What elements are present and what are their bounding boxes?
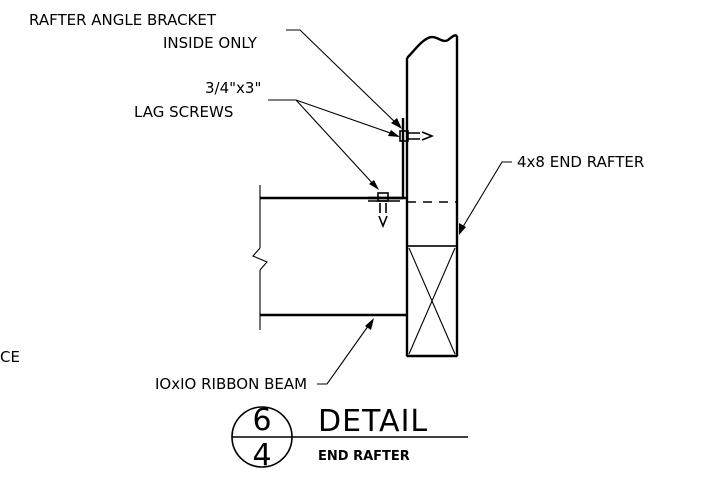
sheet-number: 4: [252, 438, 271, 473]
bracket-label-line2: INSIDE ONLY: [163, 34, 258, 52]
ribbon-beam-label: IOxIO RIBBON BEAM: [155, 375, 307, 393]
detail-number: 6: [252, 403, 271, 438]
detail-title-block: 6 4 DETAIL END RAFTER: [231, 403, 468, 473]
lag-screw-horizontal: [399, 130, 435, 142]
end-rafter-label: 4x8 END RAFTER: [517, 153, 644, 171]
detail-heading: DETAIL: [318, 404, 428, 439]
lag-label-line2: LAG SCREWS: [134, 103, 233, 121]
detail-subheading: END RAFTER: [318, 449, 410, 464]
ribbon-beam-end-block: [406, 245, 458, 357]
lag-screw-vertical: [377, 192, 389, 229]
ribbon-beam: [252, 185, 457, 330]
leader-lines: [268, 29, 512, 385]
lag-label-line1: 3/4"x3": [205, 79, 261, 97]
bracket-label-line1: RAFTER ANGLE BRACKET: [29, 11, 217, 29]
angle-bracket: [368, 118, 405, 202]
end-rafter-member: [405, 34, 459, 358]
cropped-label: CE: [0, 348, 20, 366]
